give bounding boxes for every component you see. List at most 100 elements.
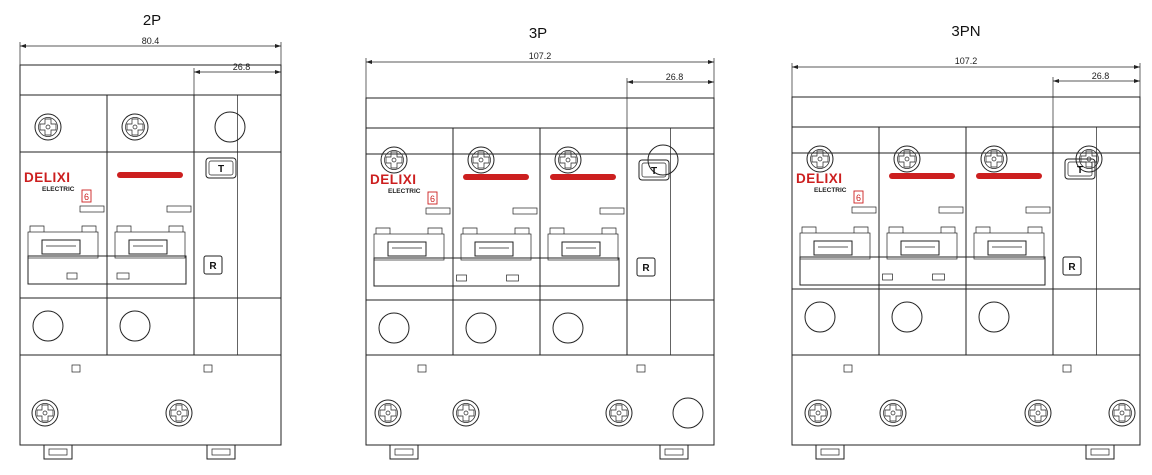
screw-center (42, 410, 48, 416)
screw-icon (374, 399, 402, 427)
indicator-bar (463, 174, 529, 180)
reset-button (636, 257, 656, 277)
dimension-arrow (275, 44, 281, 48)
lever-frame (27, 231, 99, 259)
lever-window (900, 240, 940, 256)
dimension-arrow (1134, 79, 1140, 83)
upper-body (19, 64, 282, 356)
variant-title: 3P (529, 25, 547, 42)
clip-slot (1090, 448, 1110, 456)
screw-icon (879, 399, 907, 427)
test-button-label: T (1077, 165, 1083, 176)
screw-cross (610, 404, 628, 422)
screw-center (463, 410, 469, 416)
screw-cross (457, 404, 475, 422)
lever-housing (116, 225, 184, 232)
lever-frame (973, 232, 1045, 260)
rating-mark: 6 (430, 194, 435, 204)
clip-body (1085, 445, 1115, 460)
lever-window (387, 241, 427, 257)
dimension-arrow (275, 70, 281, 74)
screw-cross (472, 151, 490, 169)
lower-base (365, 354, 715, 446)
screw-inner-ring (456, 403, 476, 423)
screw-center (385, 410, 391, 416)
brand-subtitle: ELECTRIC (388, 188, 421, 195)
indicator-bar (976, 173, 1042, 179)
module-width-label: 26.8 (233, 62, 251, 72)
terminal-hole-icon (672, 397, 704, 429)
screw-icon (380, 146, 408, 174)
dimension-arrow (20, 44, 26, 48)
indicator-bar (550, 174, 616, 180)
dimension-arrow (1053, 79, 1059, 83)
clip-body (659, 445, 689, 460)
lever-frame (460, 233, 532, 261)
handle-tab (938, 206, 964, 214)
screw-inner-ring (471, 150, 491, 170)
screw-center (817, 156, 823, 162)
screw-cross (36, 404, 54, 422)
screw-outer-ring (165, 399, 193, 427)
screw-icon (893, 145, 921, 173)
indicator-square (417, 364, 427, 373)
clip-slot (664, 448, 684, 456)
handle-tab (1025, 206, 1051, 214)
dimension-arrow (366, 60, 372, 64)
lever-housing (29, 225, 97, 232)
screw-icon (1024, 399, 1052, 427)
indicator-square (203, 364, 213, 373)
lever-housing (375, 227, 443, 234)
screw-outer-ring (1108, 399, 1136, 427)
brand-logo: DELIXI (370, 172, 417, 187)
screw-outer-ring (374, 399, 402, 427)
screw-center (391, 157, 397, 163)
reset-button-label: R (209, 261, 217, 272)
screw-center (132, 124, 138, 130)
handle-slot (932, 273, 945, 281)
dimension-arrow (1134, 65, 1140, 69)
lever-frame (114, 231, 186, 259)
handle-tab (79, 205, 105, 213)
variant-title: 2P (143, 12, 161, 29)
lever-window (987, 240, 1027, 256)
rating-mark-box (81, 189, 92, 203)
handle-slot (116, 272, 130, 280)
screw-outer-ring (554, 146, 582, 174)
screw-cross (1029, 404, 1047, 422)
screw-cross (170, 404, 188, 422)
test-button (205, 157, 237, 179)
din-clip-icon (43, 445, 73, 460)
screw-cross (126, 118, 144, 136)
overall-width-label: 107.2 (529, 51, 552, 61)
screw-icon (554, 146, 582, 174)
clip-slot (394, 448, 414, 456)
test-button-face (641, 162, 667, 178)
lever-frame (799, 232, 871, 260)
screw-inner-ring (810, 149, 830, 169)
dimension-arrow (194, 70, 200, 74)
screw-outer-ring (467, 146, 495, 174)
screw-outer-ring (605, 399, 633, 427)
screw-inner-ring (1112, 403, 1132, 423)
screw-outer-ring (893, 145, 921, 173)
terminal-hole-icon (465, 312, 497, 344)
screw-inner-ring (125, 117, 145, 137)
screw-outer-ring (31, 399, 59, 427)
overall-width-label: 107.2 (955, 56, 978, 66)
screw-inner-ring (897, 149, 917, 169)
indicator-square (71, 364, 81, 373)
lever-frame (547, 233, 619, 261)
handle-tab (425, 207, 451, 215)
test-button-face (1067, 161, 1093, 177)
screw-outer-ring (879, 399, 907, 427)
lever-window (561, 241, 601, 257)
screw-icon (452, 399, 480, 427)
screw-inner-ring (384, 150, 404, 170)
overall-width-label: 80.4 (142, 36, 160, 46)
reset-button (1062, 256, 1082, 276)
lever-window (128, 239, 168, 255)
lower-base (19, 354, 282, 446)
